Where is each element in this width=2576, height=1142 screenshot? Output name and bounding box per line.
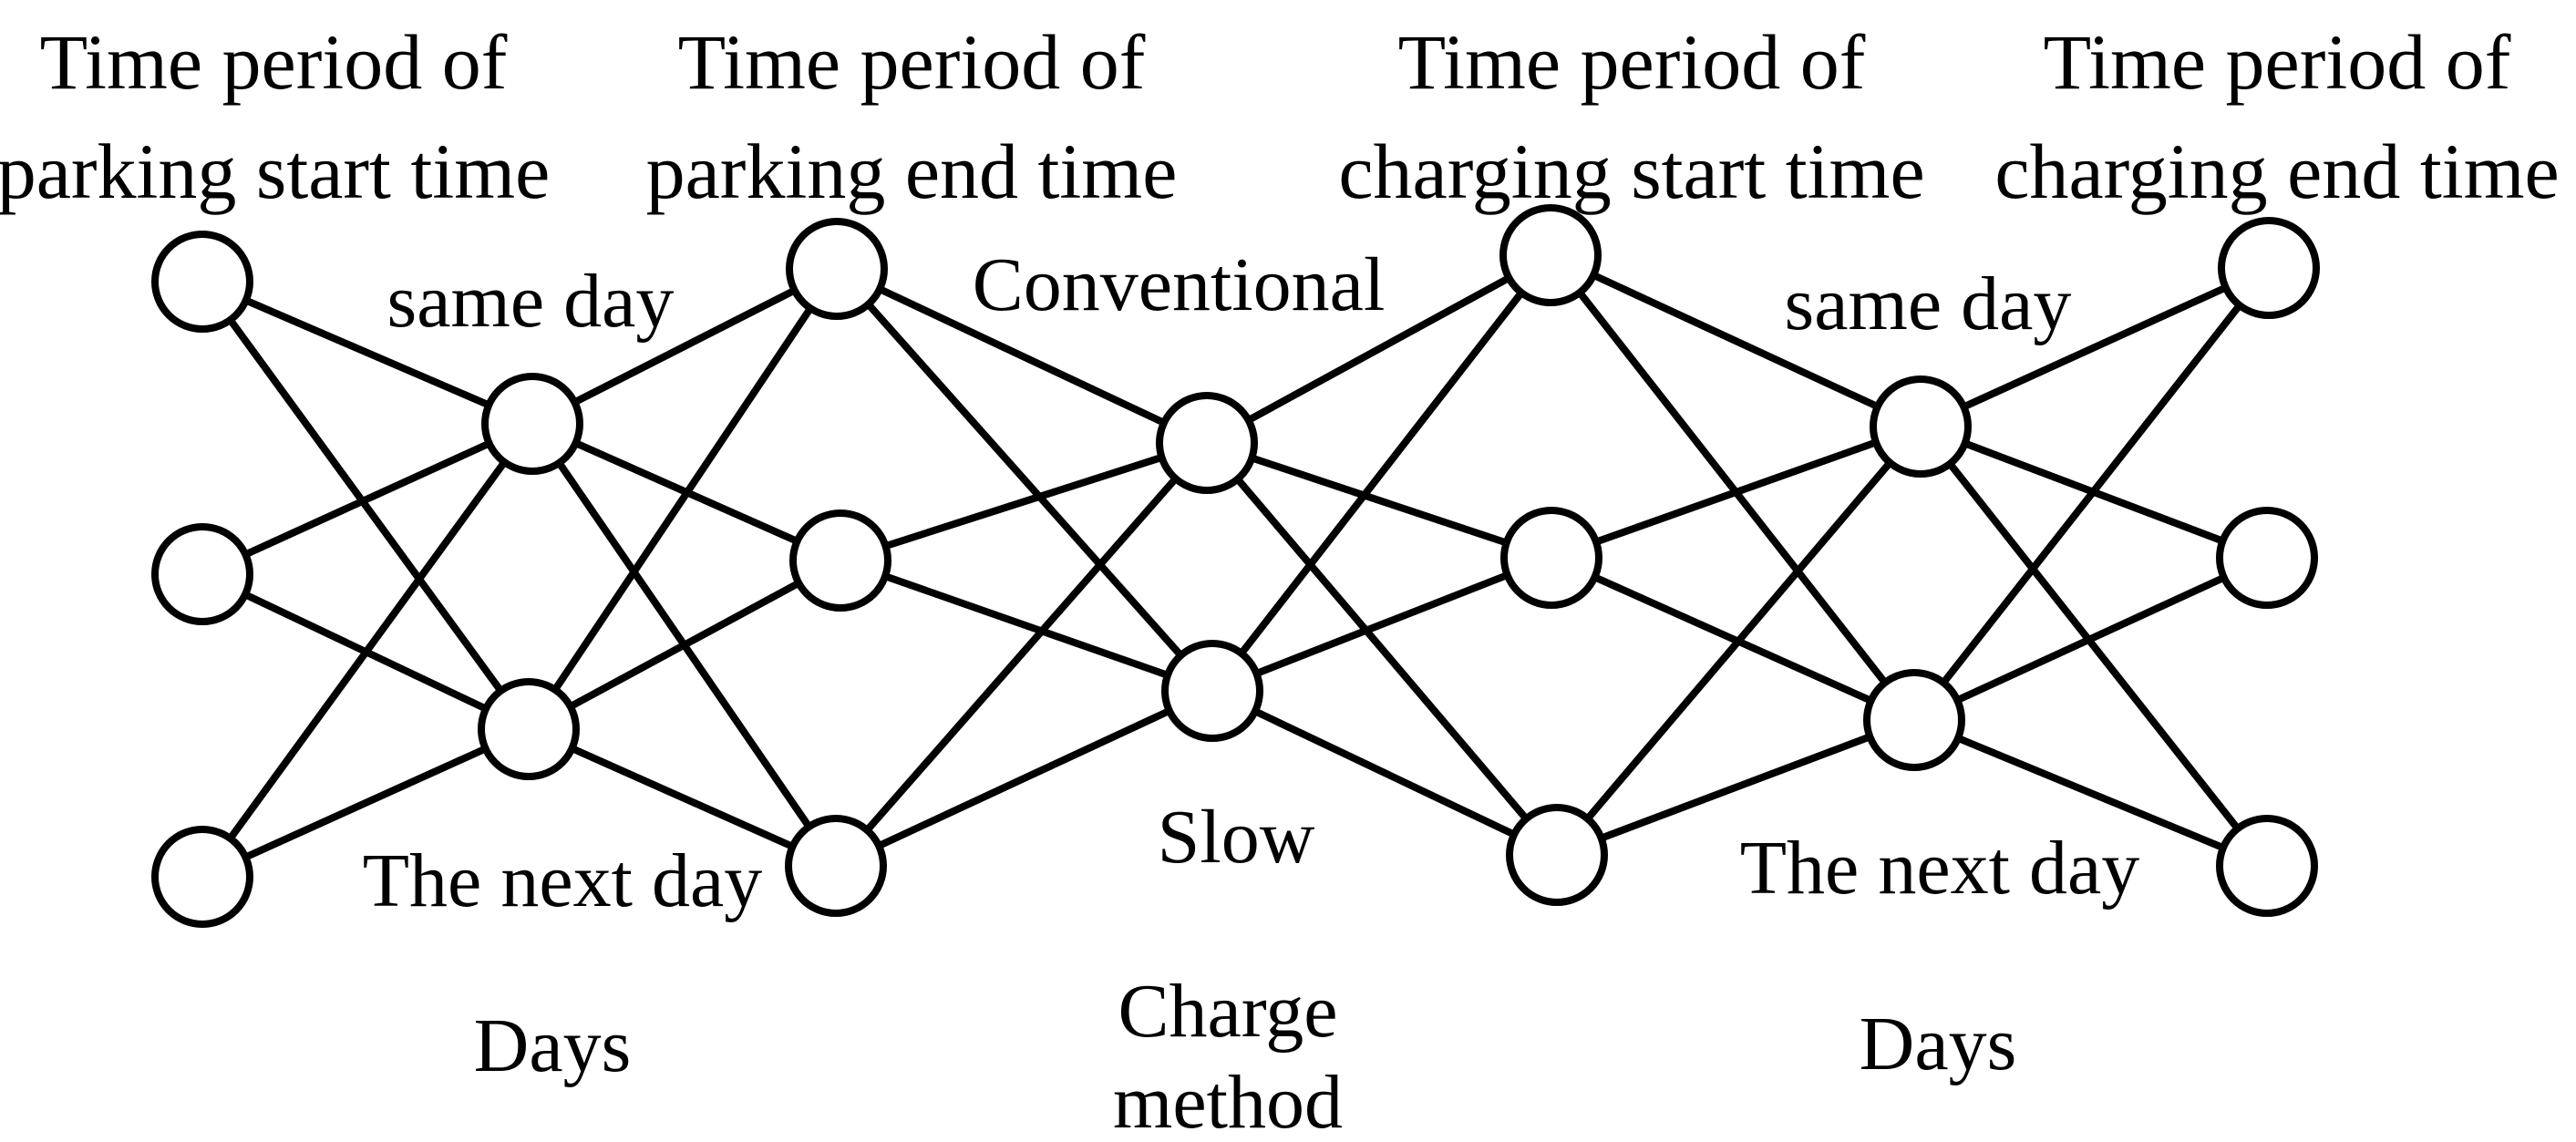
label-line: method	[1113, 1060, 1343, 1142]
network-edge	[1203, 440, 1561, 858]
label-the-next-day-left: The next day	[362, 838, 763, 923]
parking-end-time-periods-node	[789, 509, 891, 612]
network-edge	[1205, 439, 1553, 561]
network-edge	[1550, 554, 1916, 724]
header-charging-end-time: Time period of charging end time	[1994, 7, 2559, 226]
charging-end-time-periods-node	[2218, 217, 2320, 319]
header-line: parking end time	[645, 128, 1178, 215]
charging-start-time-periods-node	[1506, 804, 1608, 906]
parking-end-time-periods-node	[786, 218, 888, 320]
network-edge	[199, 279, 532, 732]
parking-start-time-periods-node	[151, 523, 253, 625]
network-edge	[834, 687, 1214, 869]
network-edge	[201, 420, 534, 578]
network-edge	[531, 265, 839, 427]
label-line: Charge	[1118, 969, 1338, 1054]
header-line: parking start time	[0, 128, 551, 215]
network-edge	[199, 421, 536, 880]
header-line: Time period of	[39, 18, 508, 106]
header-line: charging end time	[1994, 128, 2560, 215]
charging-end-time-periods-node	[2216, 507, 2318, 609]
network-edge	[1555, 716, 1916, 859]
label-conventional: Conventional	[972, 242, 1386, 327]
network-edge	[1912, 554, 2269, 724]
network-edge	[1553, 424, 1924, 858]
label-same-day-right: same day	[1784, 262, 2072, 346]
network-edge	[1211, 554, 1553, 694]
network-edge	[1911, 265, 2272, 723]
label-the-next-day-right: The next day	[1739, 826, 2140, 911]
header-charging-start-time: Time period of charging start time	[1338, 7, 1924, 226]
network-edge	[839, 557, 1214, 694]
network-edge	[835, 265, 1209, 447]
charging-end-time-periods-node	[2216, 815, 2318, 917]
network-edge	[1205, 252, 1552, 447]
network-edge	[839, 439, 1209, 564]
header-parking-start-time: Time period of parking start time	[0, 7, 550, 226]
charging-start-time-periods-node	[1500, 507, 1602, 609]
header-line: Time period of	[1397, 18, 1866, 106]
label-charge-method: Charge method	[1113, 966, 1343, 1142]
network-edge	[1919, 264, 2271, 430]
network-edge	[1912, 716, 2269, 869]
parking-days-node	[481, 373, 583, 475]
network-edge	[1917, 424, 2271, 869]
charging-days-node	[1863, 669, 1965, 771]
network-edge	[1211, 687, 1559, 859]
charging-start-time-periods-node	[1499, 204, 1602, 306]
label-slow: Slow	[1157, 795, 1315, 880]
charging-days-node	[1870, 376, 1972, 478]
network-edge	[834, 266, 1215, 694]
network-edge	[201, 278, 534, 427]
network-edge	[1549, 252, 1922, 430]
network-edge	[527, 725, 838, 869]
network-edge	[1547, 252, 1918, 723]
label-same-day-left: same day	[386, 259, 675, 344]
network-edge	[527, 557, 842, 733]
header-parking-end-time: Time period of parking end time	[646, 7, 1178, 226]
parking-start-time-periods-node	[151, 826, 253, 928]
network-edge	[1209, 252, 1554, 694]
network-edge	[525, 266, 840, 732]
header-line: charging start time	[1338, 128, 1925, 215]
charge-method-states-node	[1161, 640, 1263, 742]
header-line: Time period of	[2043, 18, 2511, 106]
label-days-right: Days	[1859, 1002, 2017, 1086]
parking-start-time-periods-node	[151, 231, 253, 333]
parking-end-time-periods-node	[785, 815, 887, 917]
label-days-left: Days	[473, 1003, 632, 1088]
network-edge	[201, 725, 531, 880]
parking-days-node	[478, 678, 580, 780]
network-edge	[1550, 423, 1922, 561]
header-line: Time period of	[677, 18, 1146, 106]
network-edge	[832, 440, 1211, 869]
charge-method-states-node	[1156, 392, 1258, 494]
